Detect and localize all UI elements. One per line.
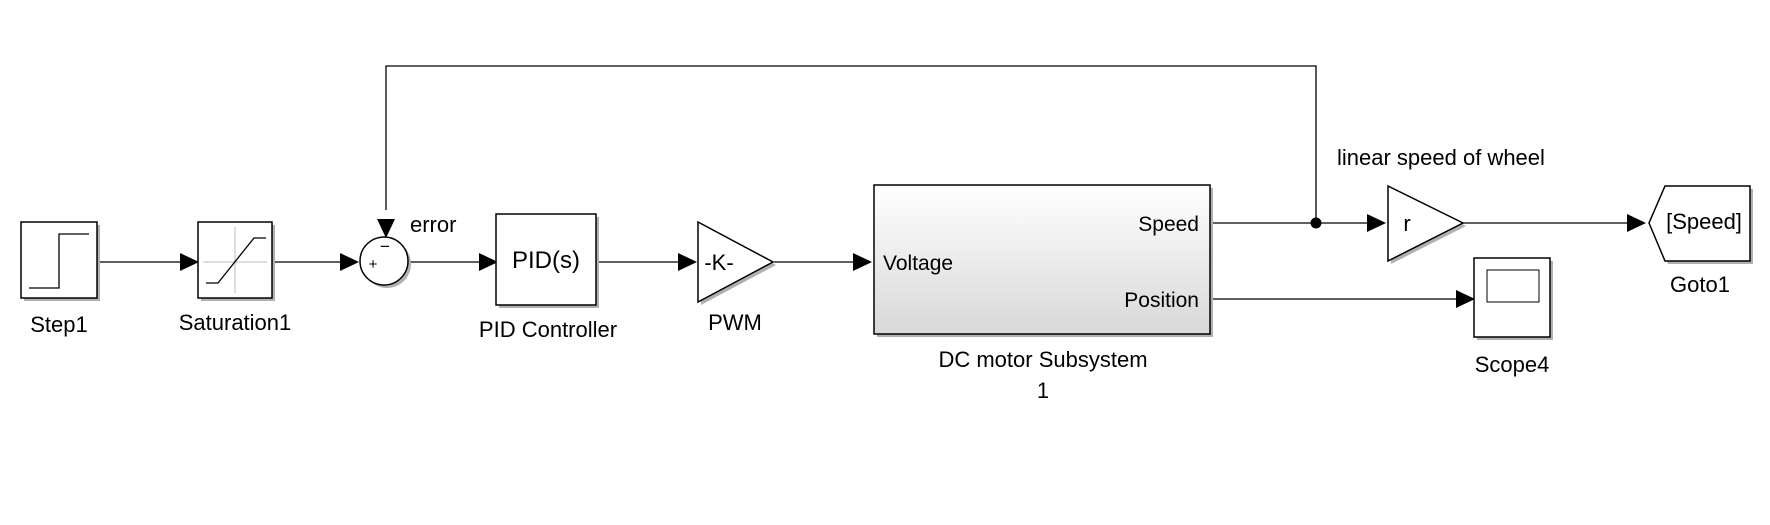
gain-r-block[interactable]: r xyxy=(1387,184,1466,264)
arrowhead-saturation-input xyxy=(180,253,199,271)
arrowhead-sum-feedback xyxy=(377,219,395,238)
pwm-block-name: PWM xyxy=(708,310,762,335)
wire-feedback-loop[interactable] xyxy=(385,65,1317,223)
goto-block[interactable]: [Speed] Goto1 xyxy=(1648,185,1753,297)
sum-circle xyxy=(359,236,409,286)
goto-block-name: Goto1 xyxy=(1670,272,1730,297)
saturation-icon xyxy=(203,227,267,293)
arrowhead-pid-input xyxy=(479,253,498,271)
scope-block[interactable]: Scope4 xyxy=(1473,257,1553,377)
saturation-block-name: Saturation1 xyxy=(179,310,292,335)
subsystem-block-name: DC motor Subsystem xyxy=(938,347,1147,372)
gain-r-text: r xyxy=(1403,211,1410,236)
pid-block-name: PID Controller xyxy=(479,317,617,342)
subsystem-output-port-position: Position xyxy=(1124,289,1199,312)
sum-plus-sign: + xyxy=(369,256,378,273)
step-icon xyxy=(29,233,89,289)
speed-signal-label: linear speed of wheel xyxy=(1337,145,1545,170)
step-block[interactable]: Step1 xyxy=(20,221,100,337)
pid-controller-block[interactable]: PID(s) PID Controller xyxy=(479,213,617,342)
sum-minus-sign: − xyxy=(380,237,390,256)
scope-block-name: Scope4 xyxy=(1475,352,1550,377)
subsystem-output-port-speed: Speed xyxy=(1138,213,1199,236)
dc-motor-subsystem-block[interactable]: Voltage Speed Position DC motor Subsyste… xyxy=(873,184,1213,403)
saturation-block[interactable]: Saturation1 xyxy=(179,221,292,335)
sum-block[interactable]: + − xyxy=(359,236,411,288)
signal-lines xyxy=(98,65,1646,308)
arrowhead-motor-input xyxy=(853,253,872,271)
arrowhead-pwm-input xyxy=(678,253,697,271)
goto-tag-text: [Speed] xyxy=(1666,209,1742,234)
arrowhead-sum-input xyxy=(340,253,359,271)
subsystem-body xyxy=(873,184,1211,335)
pwm-gain-block[interactable]: -K- PWM xyxy=(697,220,776,335)
arrowhead-scope-input xyxy=(1456,290,1475,308)
subsystem-block-subtitle: 1 xyxy=(1037,378,1049,403)
arrowhead-gain-input xyxy=(1367,214,1386,232)
error-signal-label: error xyxy=(410,212,456,237)
pwm-gain-text: -K- xyxy=(704,250,733,275)
step-block-name: Step1 xyxy=(30,312,88,337)
scope-screen-icon xyxy=(1486,269,1540,303)
subsystem-input-port-voltage: Voltage xyxy=(883,252,953,275)
pid-block-text: PID(s) xyxy=(512,247,580,274)
arrowhead-goto-input xyxy=(1627,214,1646,232)
